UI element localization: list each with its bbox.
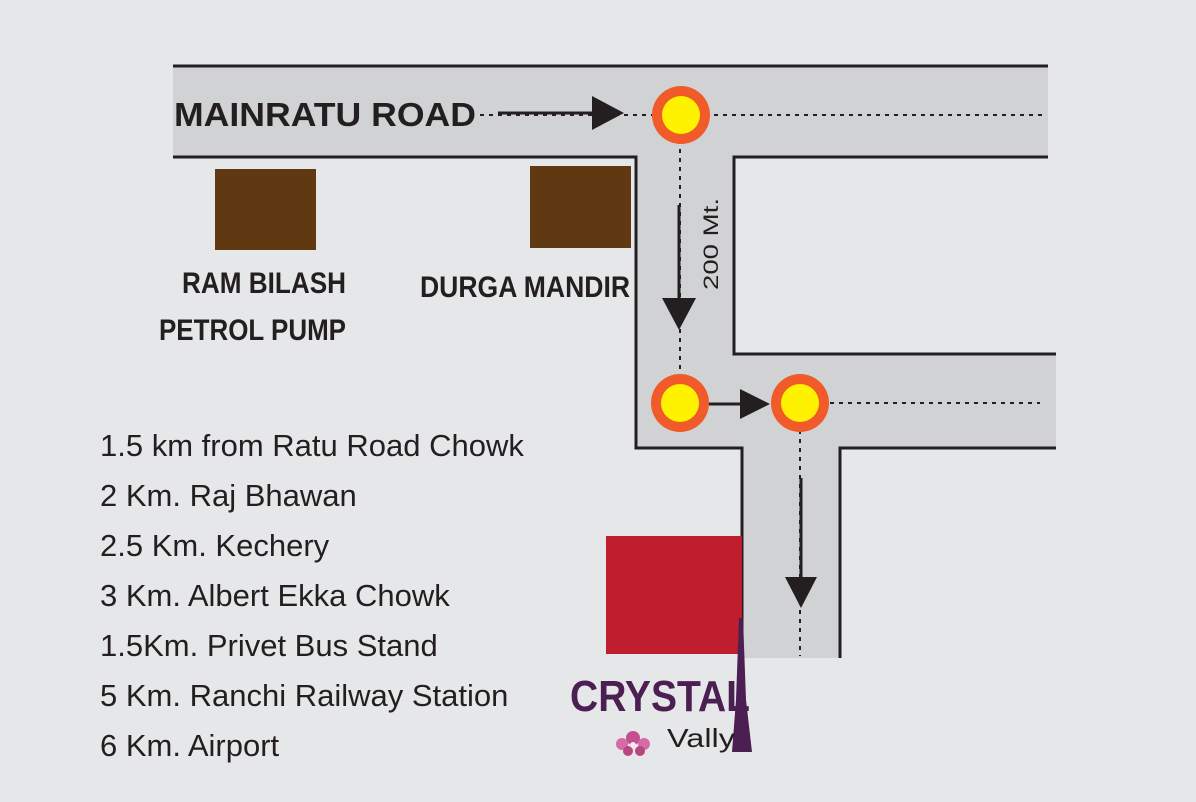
segment-distance-label: 200 Mt. [700,198,723,290]
signal-ratu-road [652,86,710,144]
distance-item: 6 Km. Airport [100,728,280,763]
distance-item: 2 Km. Raj Bhawan [100,478,357,513]
east-arrow-head [592,96,624,130]
main-road-bottom-left-edge [173,155,744,658]
landmark-petrol-pump-block [215,169,316,250]
east-road-bottom-edge [838,446,1056,658]
route-arrows [498,96,817,608]
distance-item: 5 Km. Ranchi Railway Station [100,678,509,713]
signal-connector-end [651,374,709,432]
landmark-label-petrol-pump-line1: RAM BILASH [182,267,346,300]
brand-logo: CRYSTAL Vally [570,618,752,756]
final-arrow-head [785,577,817,608]
signal-turn [771,374,829,432]
brand-name: CRYSTAL [570,672,750,721]
landmark-durga-mandir-block [530,166,631,248]
tower-icon [732,618,752,752]
road-name-label: MAINRATU ROAD [174,96,476,133]
road-edges [173,64,1056,658]
landmark-label-petrol-pump-line2: PETROL PUMP [159,314,346,347]
distance-item: 1.5 km from Ratu Road Chowk [100,428,524,463]
south-road-surface [742,440,840,658]
distance-item: 3 Km. Albert Ekka Chowk [100,578,450,613]
landmark-label-durga-mandir: DURGA MANDIR [420,271,630,304]
main-road-bottom-right-edge [732,155,1056,356]
distance-item: 2.5 Km. Kechery [100,528,330,563]
turn-arrow-head [740,389,770,419]
brand-sub: Vally [667,723,735,753]
distance-item: 1.5Km. Privet Bus Stand [100,628,438,663]
flower-icon [616,731,650,756]
destination-site-block [606,536,742,654]
south-arrow-head [662,298,696,330]
signals [651,86,829,432]
distance-list: 1.5 km from Ratu Road Chowk 2 Km. Raj Bh… [100,424,524,774]
